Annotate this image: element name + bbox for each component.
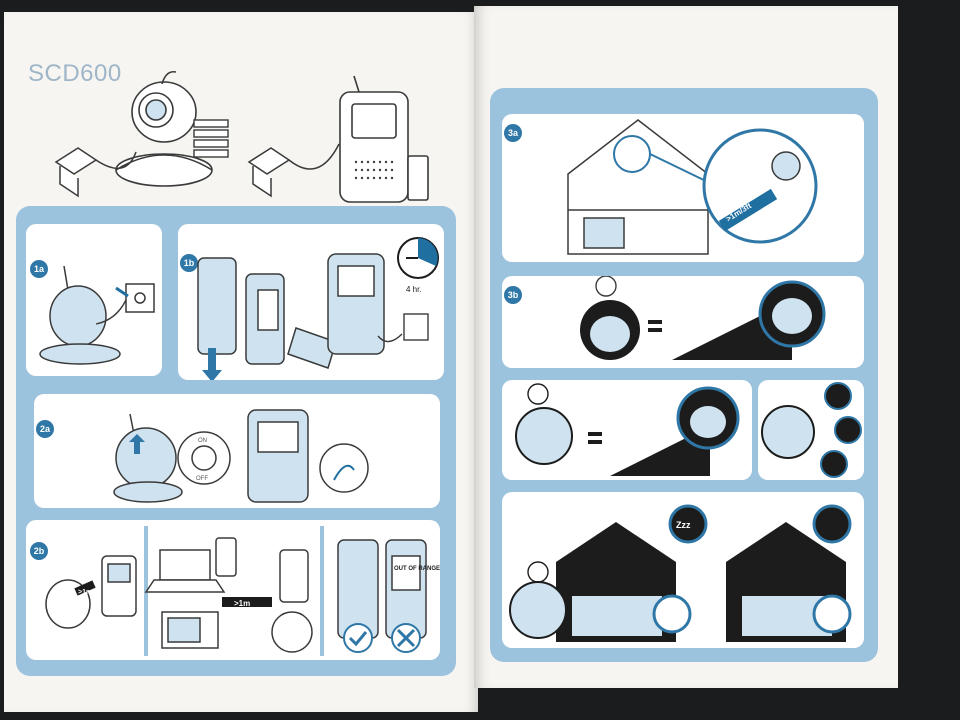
camera-plug-illustration [39,265,155,365]
step-badge-2b: 2b [30,542,48,560]
sound-activation-illustration: Zzz [509,504,852,642]
night-light-illustration [580,276,826,360]
track-skip-illustration [761,382,862,478]
power-on-illustration: ON OFF [113,409,369,503]
lullaby-illustration [515,383,740,476]
left-page: SCD600 [4,12,478,712]
sun-icon [595,276,617,297]
battery-icon [193,119,229,158]
step-badge-1b: 1b [180,254,198,272]
panel-1a: 1a [26,224,162,376]
panel-music [502,380,752,480]
charge-time-label: 4 hr. [406,285,422,294]
power-adapter-icon [54,143,340,198]
laptop-icon [144,549,226,593]
out-of-range-label: OUT OF RANGE [394,566,440,572]
phone-icon [215,537,237,577]
switch-off-label: OFF [196,476,208,482]
distance-label-2: >1m [234,599,250,608]
sleep-label: Zzz [676,520,691,530]
camera-placement-illustration: >1m/3ft [567,119,818,255]
panel-sound: Zzz [502,492,864,648]
clock-icon [397,237,439,279]
panel-1b: 1b 4 hr. [178,224,444,380]
switch-on-label: ON [198,438,207,444]
camera-unit-icon [115,70,213,187]
right-page: 3a >1m/3ft 3b [474,6,898,688]
microwave-icon [161,611,219,649]
sound-icon [527,561,549,583]
panel-2a: 2a ON OFF [34,394,440,508]
step-badge-1a: 1a [30,260,48,278]
step-badge-3b: 3b [504,286,522,304]
panel-3b: 3b [502,276,864,368]
house-icon [567,119,709,255]
package-contents [54,70,429,203]
model-name: SCD600 [28,60,122,87]
step-badge-2a: 2a [36,420,54,438]
step-badge-3a: 3a [504,124,522,142]
panel-3a: 3a >1m/3ft [502,114,864,262]
panel-2b: 2b >1m [26,520,440,660]
distance-illustration: >1m >1m OUT OF RANGE [45,526,440,656]
panel-music-skip [758,380,864,480]
parent-unit-icon [339,75,429,203]
battery-install-illustration: 4 hr. [197,237,439,380]
music-icon [527,383,549,405]
distance-label-1: >1m [78,589,92,596]
speaker-grille [354,160,394,180]
check-icon [343,623,373,653]
cross-icon [391,623,421,653]
